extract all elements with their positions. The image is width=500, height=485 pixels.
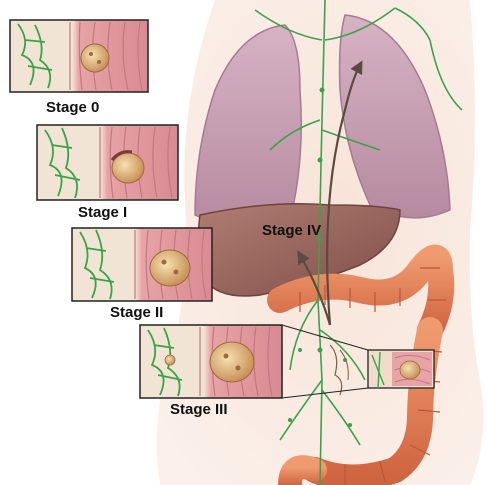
lymph-vessels (254, 0, 463, 485)
metastasis-arrow-to-lung (326, 60, 363, 326)
lymph-nodes (288, 87, 352, 427)
stage4-label: Stage IV (262, 222, 322, 239)
callout-line-upper (281, 324, 369, 351)
right-lung (338, 14, 451, 219)
colon-detail-box (367, 349, 435, 389)
metastasis-arrow-to-liver (297, 250, 332, 326)
stage3-inset (139, 324, 283, 399)
stage0-inset (9, 19, 149, 93)
stage2-label: Stage II (110, 304, 164, 321)
stage3-label: Stage III (170, 401, 228, 418)
stage1-label: Stage I (78, 204, 128, 221)
stage0-label: Stage 0 (46, 99, 100, 116)
stage2-inset (71, 227, 213, 302)
stage1-inset (36, 124, 179, 201)
lymph-tumor-cluster (329, 344, 349, 396)
callout-line-lower (281, 387, 369, 399)
